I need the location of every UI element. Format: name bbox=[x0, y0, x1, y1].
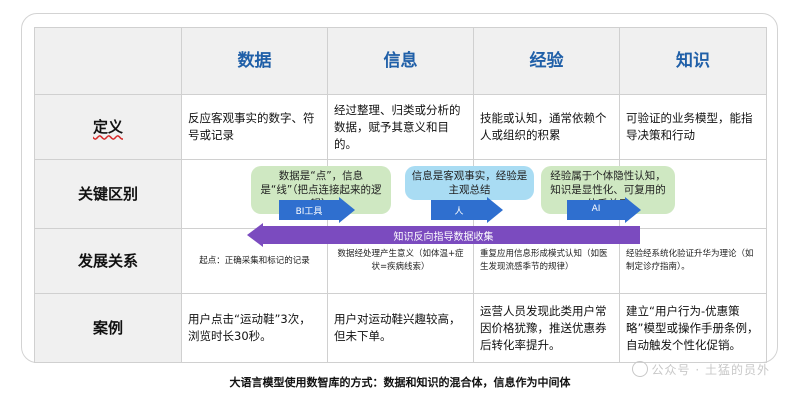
row-definition: 定义 反应客观事实的数字、符号或记录 经过整理、归类或分析的数据，赋予其意义和目… bbox=[34, 94, 767, 160]
arrow-ai: AI bbox=[567, 197, 641, 223]
bubble-data-vs-information: 数据是“点”，信息是“线”（把点连接起来的逻辑） bbox=[251, 166, 391, 214]
development-knowledge: 经验经系统化验证升华为理论（如制定诊疗指南）。 bbox=[619, 228, 767, 294]
arrow-bi-tool: BI工具 bbox=[279, 197, 355, 223]
feedback-arrow: 知识反向指导数据收集 bbox=[247, 223, 640, 247]
col-header-knowledge: 知识 bbox=[619, 27, 767, 95]
arrow-ai-label: AI bbox=[591, 204, 601, 214]
arrow-human: 人 bbox=[431, 197, 503, 223]
wechat-icon bbox=[631, 361, 648, 377]
row-label-case: 案例 bbox=[34, 293, 182, 363]
definition-data: 反应客观事实的数字、符号或记录 bbox=[181, 94, 328, 160]
case-information: 用户对运动鞋兴趣较高，但未下单。 bbox=[327, 293, 474, 363]
case-experience: 运营人员发现此类用户常因价格犹豫，推送优惠券后转化率提升。 bbox=[473, 293, 620, 363]
col-header-experience: 经验 bbox=[473, 27, 620, 95]
row-label-key-difference: 关键区别 bbox=[34, 159, 182, 229]
col-header-information: 信息 bbox=[327, 27, 474, 95]
header-row: 数据 信息 经验 知识 bbox=[34, 27, 767, 95]
definition-experience: 技能或认知，通常依赖个人或组织的积累 bbox=[473, 94, 620, 160]
definition-knowledge: 可验证的业务模型，能指导决策和行动 bbox=[619, 94, 767, 160]
arrow-bi-tool-label: BI工具 bbox=[295, 207, 323, 217]
row-case: 案例 用户点击“运动鞋”3次，浏览时长30秒。 用户对运动鞋兴趣较高，但未下单。… bbox=[34, 293, 767, 363]
arrow-human-label: 人 bbox=[454, 207, 464, 217]
case-knowledge: 建立“用户行为-优惠策略”模型或操作手册条例，自动触发个性化促销。 bbox=[619, 293, 767, 363]
feedback-arrow-label: 知识反向指导数据收集 bbox=[393, 232, 494, 243]
caption: 大语言模型使用数智库的方式：数据和知识的混合体，信息作为中间体 bbox=[229, 376, 571, 389]
watermark: 公众号 · 土猛的员外 bbox=[631, 361, 770, 378]
bubble-information-vs-experience: 信息是客观事实，经验是主观总结 bbox=[405, 166, 534, 200]
comparison-table: 数据 信息 经验 知识 定义 反应客观事实的数字、符号或记录 经过整理、归类或分… bbox=[34, 27, 767, 363]
corner-cell bbox=[34, 27, 182, 95]
definition-information: 经过整理、归类或分析的数据，赋予其意义和目的。 bbox=[327, 94, 474, 160]
row-label-definition: 定义 bbox=[92, 117, 123, 136]
case-data: 用户点击“运动鞋”3次，浏览时长30秒。 bbox=[181, 293, 328, 363]
col-header-data: 数据 bbox=[181, 27, 328, 95]
row-label-development: 发展关系 bbox=[34, 228, 182, 294]
